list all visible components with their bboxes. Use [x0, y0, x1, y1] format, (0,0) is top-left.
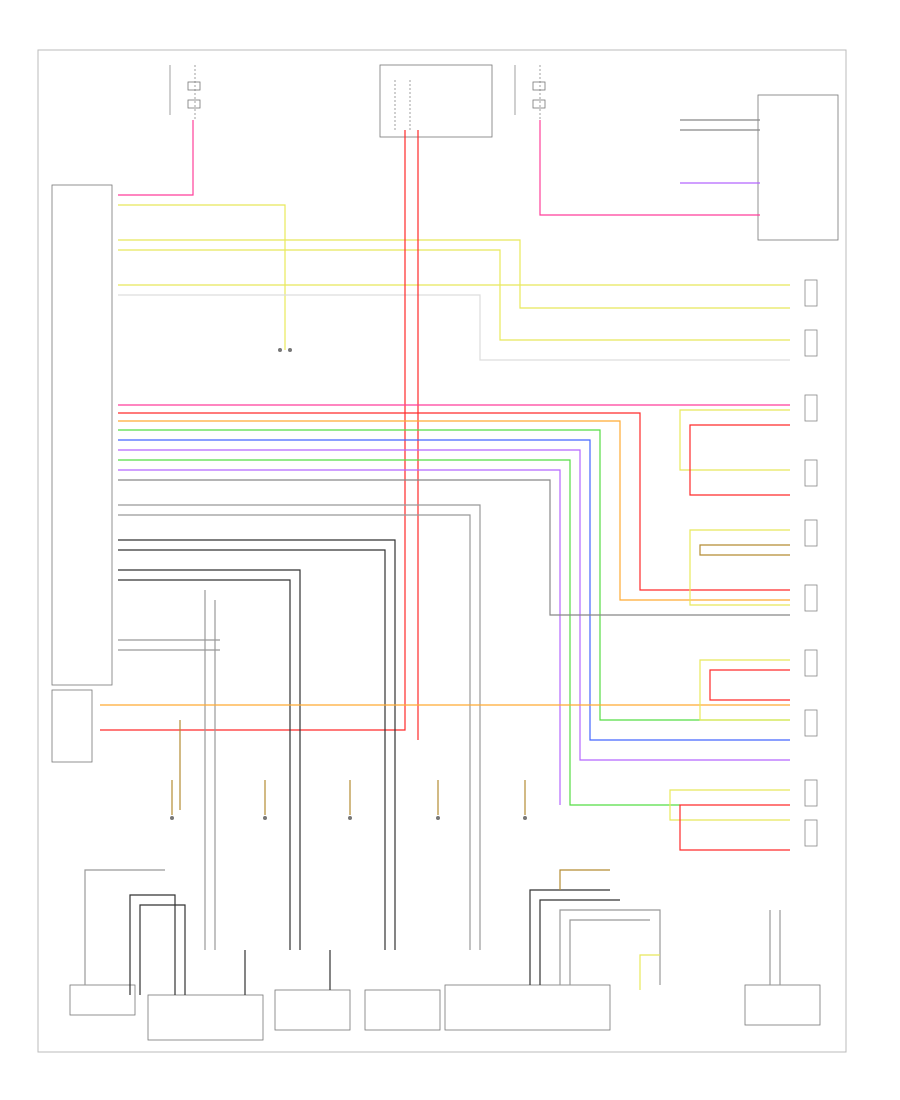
- diagram-frame: [37, 49, 847, 1053]
- radio-module: [51, 184, 113, 686]
- fuse-block-left: [169, 65, 201, 120]
- fuse-block-right: [514, 65, 546, 120]
- ground-drops: [170, 348, 527, 820]
- bottom-modules: [69, 984, 821, 1041]
- right-speakers: [804, 279, 818, 847]
- wires-top: [100, 119, 790, 740]
- wires-bottom: [84, 869, 781, 995]
- radio-module-lower-connector: [51, 689, 93, 763]
- fuse-block-center: [379, 64, 493, 138]
- wires-speaker-harness: [118, 404, 790, 806]
- wires-antenna-harness: [100, 504, 790, 950]
- speaker-loops: [669, 409, 790, 851]
- top-right-module: [757, 94, 839, 241]
